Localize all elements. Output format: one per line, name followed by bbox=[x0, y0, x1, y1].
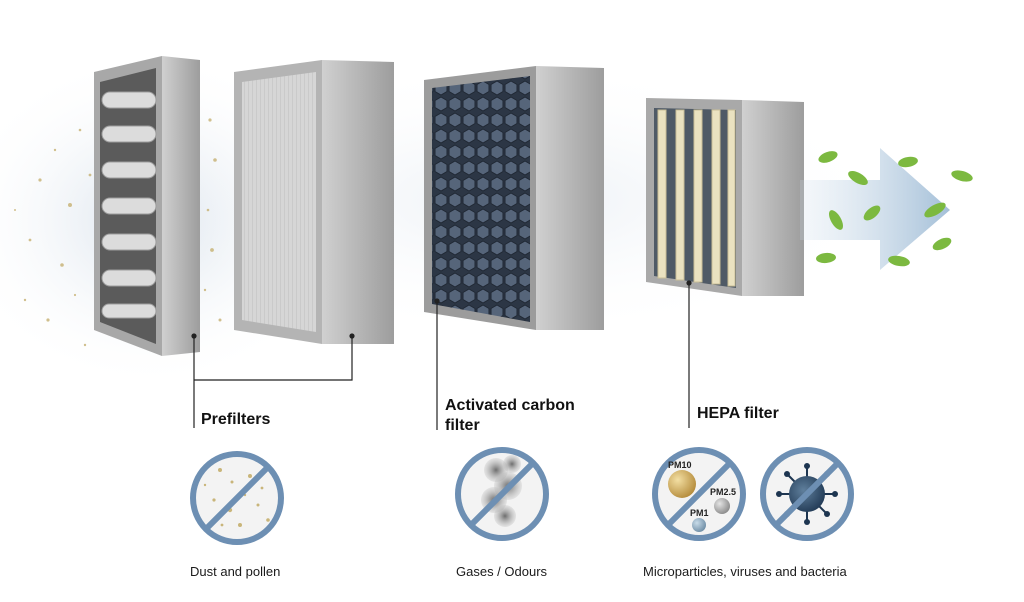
leaves bbox=[816, 151, 973, 267]
prefilter-roller bbox=[94, 56, 200, 356]
no-gas-icon bbox=[455, 447, 549, 541]
dust-caption: Dust and pollen bbox=[190, 564, 281, 579]
carbon-filter bbox=[424, 66, 604, 330]
carbon-filter-label: Activated carbon filter bbox=[445, 396, 575, 436]
hepa-filter-label: HEPA filter bbox=[697, 405, 779, 422]
hepa-filter bbox=[646, 98, 804, 296]
prefilters-label: Prefilters bbox=[201, 411, 271, 428]
no-virus-icon bbox=[760, 447, 854, 541]
no-particles-icon bbox=[652, 447, 746, 541]
carbon-filter-label-line1: Activated carbon bbox=[445, 397, 575, 414]
connector-lines bbox=[191, 280, 692, 430]
pm10-label: PM10 bbox=[668, 460, 692, 470]
gases-caption: Gases / Odours bbox=[456, 564, 548, 579]
pm1-label: PM1 bbox=[690, 508, 709, 518]
micro-caption: Microparticles, viruses and bacteria bbox=[643, 564, 847, 579]
pm25-label: PM2.5 bbox=[710, 487, 736, 497]
prefilter-mesh bbox=[234, 60, 394, 344]
no-dust-icon bbox=[190, 451, 284, 545]
carbon-filter-label-line2: filter bbox=[445, 417, 480, 434]
dust-particles bbox=[14, 118, 222, 347]
